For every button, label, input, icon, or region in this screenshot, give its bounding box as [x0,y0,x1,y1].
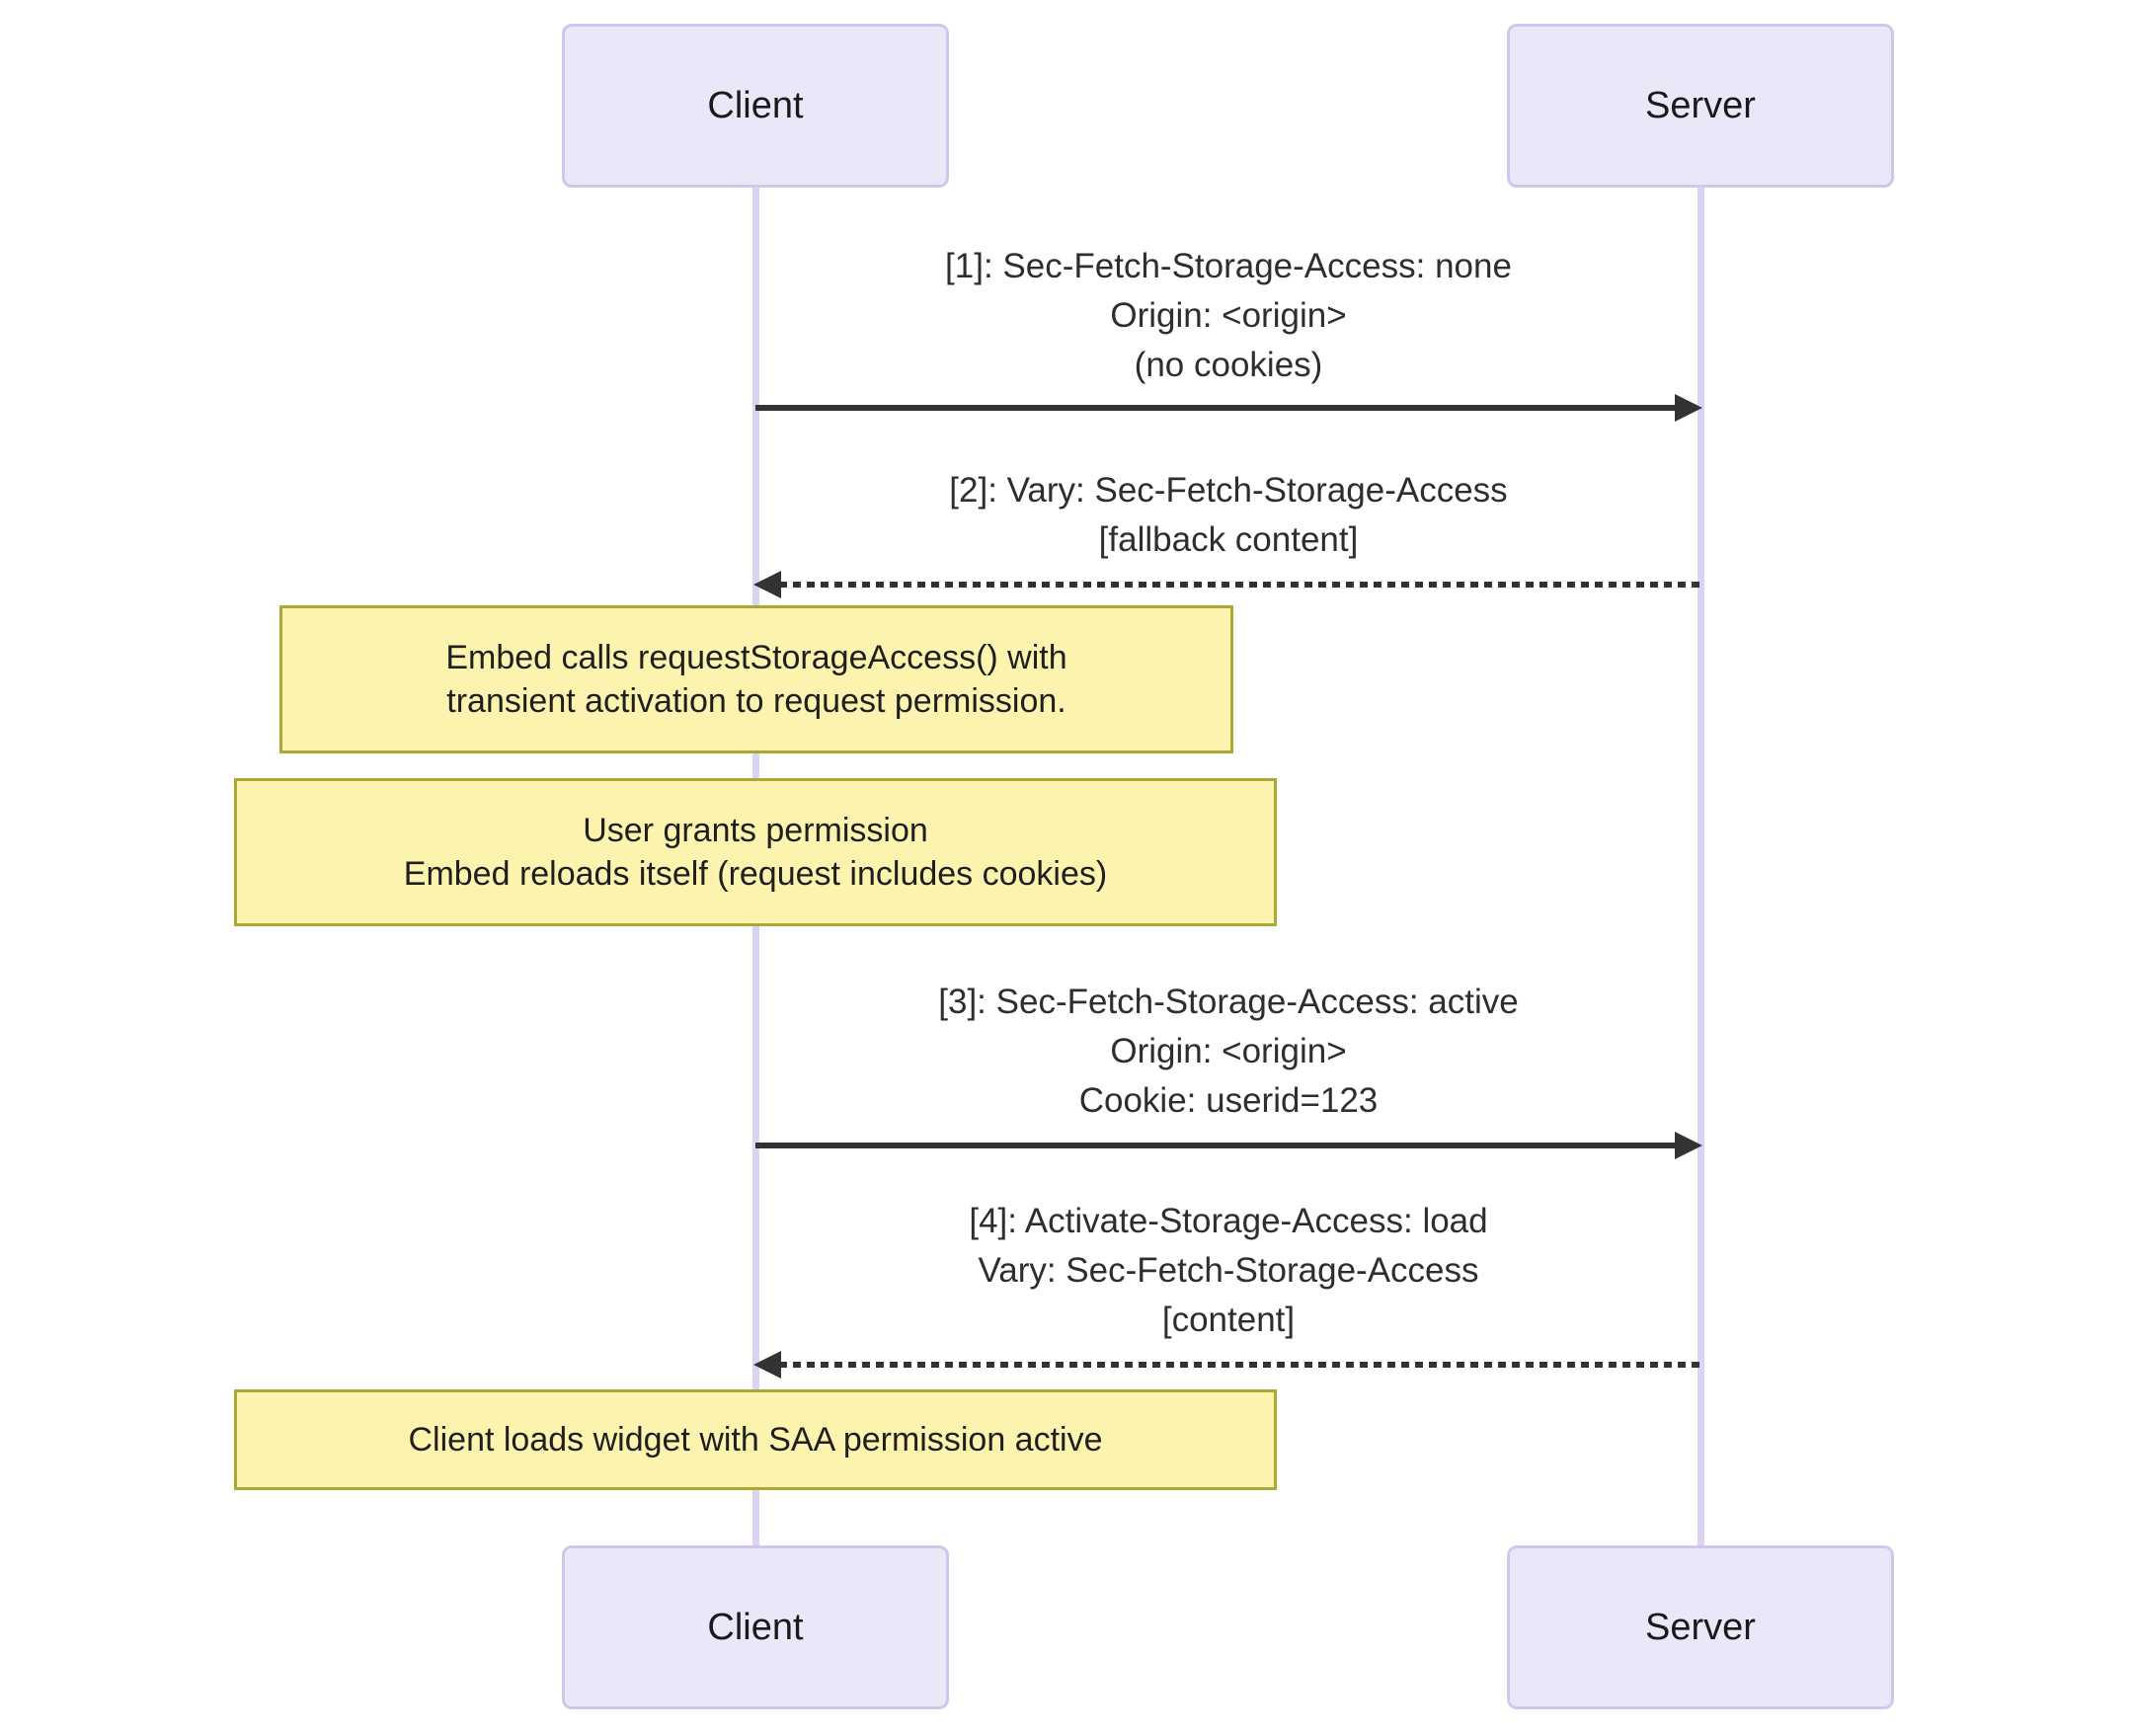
message-2-arrow-shaft [779,582,1700,588]
actor-server-bottom: Server [1507,1545,1894,1709]
actor-server-label: Server [1645,84,1756,126]
message-4-line-2: Vary: Sec-Fetch-Storage-Access [978,1251,1479,1290]
message-1-line-2: Origin: <origin> [1110,296,1347,335]
arrowhead-left-icon [753,1351,781,1379]
note-1-line-1: Embed calls requestStorageAccess() with [445,639,1067,676]
message-1-arrow-shaft [755,405,1677,411]
message-4-arrow [753,1351,1700,1379]
message-1-label: [1]: Sec-Fetch-Storage-Access: none Orig… [735,242,1722,390]
actor-client-label: Client [707,84,804,126]
actor-client-top: Client [562,24,949,188]
message-2-arrow [753,571,1700,598]
arrowhead-right-icon [1675,1132,1702,1159]
message-3-line-3: Cookie: userid=123 [1078,1081,1379,1120]
arrowhead-right-icon [1675,394,1702,422]
message-1-line-3: (no cookies) [1134,346,1323,384]
note-2-line-2: Embed reloads itself (request includes c… [403,855,1108,893]
note-request-storage-access: Embed calls requestStorageAccess() with … [279,605,1233,753]
arrowhead-left-icon [753,571,781,598]
message-2-label: [2]: Vary: Sec-Fetch-Storage-Access [fal… [735,466,1722,565]
message-3-line-1: [3]: Sec-Fetch-Storage-Access: active [938,983,1519,1021]
message-3-label: [3]: Sec-Fetch-Storage-Access: active Or… [735,978,1722,1126]
message-4-line-1: [4]: Activate-Storage-Access: load [969,1202,1488,1240]
message-4-label: [4]: Activate-Storage-Access: load Vary:… [735,1197,1722,1345]
message-4-arrow-shaft [779,1362,1700,1368]
message-1-arrow [755,394,1702,422]
message-2-line-1: [2]: Vary: Sec-Fetch-Storage-Access [949,471,1508,510]
message-4-line-3: [content] [1161,1301,1296,1339]
message-3-arrow-shaft [755,1143,1677,1148]
actor-server-top: Server [1507,24,1894,188]
message-3-line-2: Origin: <origin> [1110,1032,1347,1070]
actor-client-label: Client [707,1606,804,1648]
note-client-loads-widget: Client loads widget with SAA permission … [234,1389,1277,1490]
message-2-line-2: [fallback content] [1098,520,1359,559]
note-3-line-1: Client loads widget with SAA permission … [408,1421,1103,1459]
server-lifeline [1697,188,1704,1545]
actor-server-label: Server [1645,1606,1756,1648]
note-2-line-1: User grants permission [583,812,928,849]
message-1-line-1: [1]: Sec-Fetch-Storage-Access: none [945,247,1512,285]
note-1-line-2: transient activation to request permissi… [446,682,1066,720]
actor-client-bottom: Client [562,1545,949,1709]
note-user-grants-permission: User grants permission Embed reloads its… [234,778,1277,926]
message-3-arrow [755,1132,1702,1159]
